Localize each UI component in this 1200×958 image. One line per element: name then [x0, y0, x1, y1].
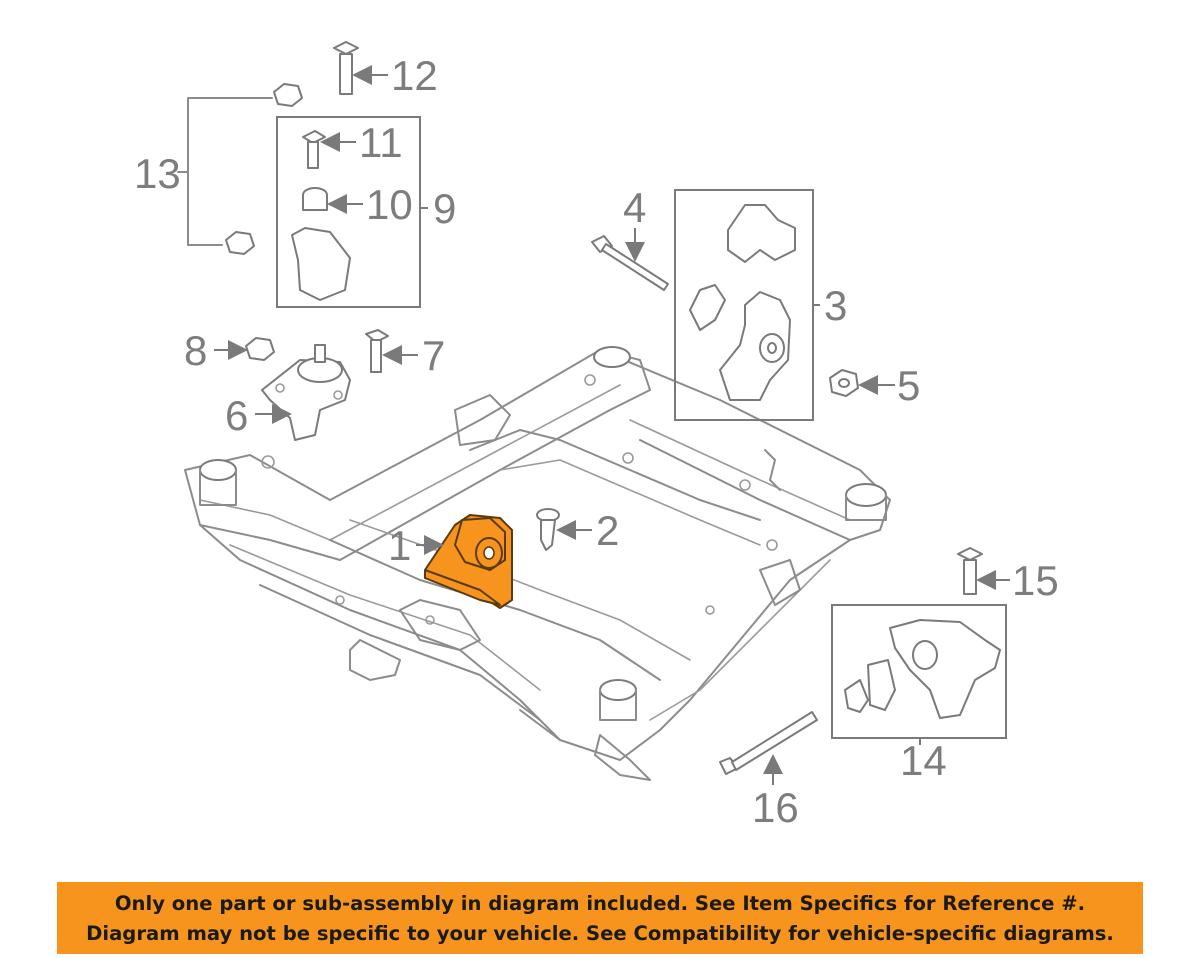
part-8-nut: [245, 337, 275, 361]
callout-16: 16: [752, 784, 799, 831]
part-6-engine-mount: [261, 344, 351, 441]
callout-7: 7: [422, 332, 445, 379]
part-3-assembly-box: [674, 189, 814, 421]
callout-4: 4: [623, 184, 646, 231]
part-15-bolt: [957, 547, 983, 595]
callout-8: 8: [184, 327, 207, 374]
notice-line-2: Diagram may not be specific to your vehi…: [86, 922, 1114, 945]
callout-11: 11: [359, 119, 403, 166]
parts-diagram: 1 2 3 4 5 6 7 8 9 10 11 12 13 14 15 16: [134, 41, 1059, 831]
callout-10: 10: [366, 181, 413, 228]
part-16-bolt: [719, 711, 818, 775]
callout-1: 1: [388, 522, 411, 569]
part-2-screw: [536, 508, 560, 551]
callout-14: 14: [900, 737, 947, 784]
callout-6: 6: [225, 392, 248, 439]
part-9-assembly-box: [276, 116, 421, 308]
notice-line-1: Only one part or sub-assembly in diagram…: [114, 892, 1086, 915]
callout-labels: 1 2 3 4 5 6 7 8 9 10 11 12 13 14 15 16: [134, 52, 1059, 831]
callout-3: 3: [824, 282, 847, 329]
part-1-mount-highlighted: [424, 514, 513, 609]
part-13-nuts: [177, 83, 303, 255]
part-14-assembly-box: [831, 604, 1007, 739]
subframe: [184, 346, 891, 781]
part-7-bolt: [365, 329, 389, 373]
notice-banner: Only one part or sub-assembly in diagram…: [57, 882, 1143, 954]
callout-5: 5: [897, 362, 920, 409]
part-12-bolt: [333, 41, 359, 95]
callout-2: 2: [596, 507, 619, 554]
callout-13: 13: [134, 150, 181, 197]
callout-15: 15: [1012, 557, 1059, 604]
part-5-nut: [829, 369, 859, 397]
part-4-bolt: [591, 235, 669, 291]
leader-arrows: [214, 65, 1010, 785]
callout-12: 12: [391, 52, 438, 99]
callout-9: 9: [433, 185, 456, 232]
